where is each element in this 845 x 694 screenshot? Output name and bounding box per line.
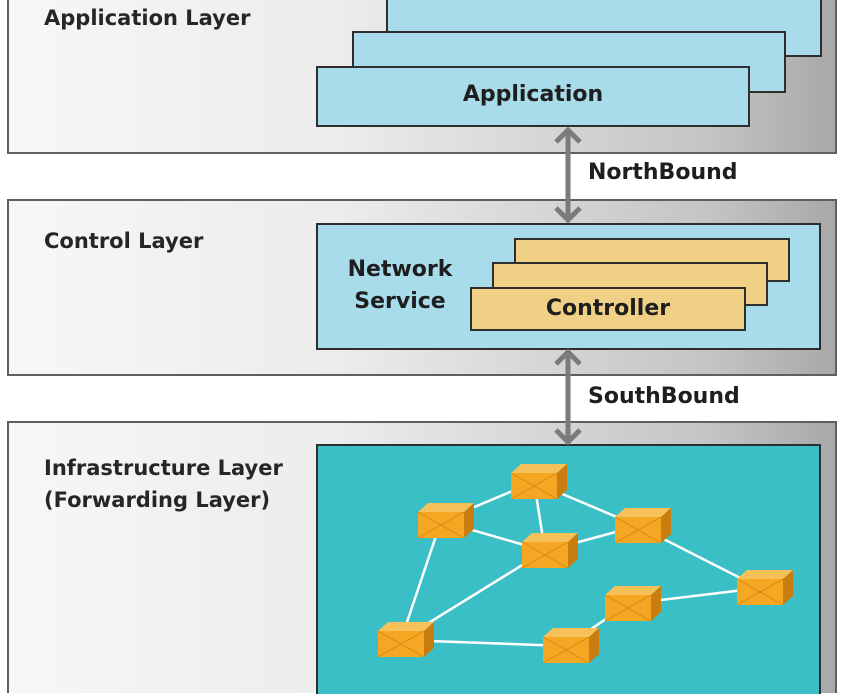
controller-box-label: Controller xyxy=(545,296,671,321)
app-box-front: Application xyxy=(316,66,750,127)
switch-7-icon xyxy=(542,628,599,664)
application-box-label: Application xyxy=(462,82,604,107)
application-layer-label: Application Layer xyxy=(44,6,251,30)
network-switches xyxy=(377,464,793,664)
switch-3-icon xyxy=(614,508,671,544)
switch-6-icon xyxy=(377,622,434,658)
northbound-label: NorthBound xyxy=(588,160,738,185)
southbound-arrow xyxy=(554,348,582,446)
switch-4-icon xyxy=(521,533,578,569)
control-layer-label: Control Layer xyxy=(44,229,204,253)
southbound-label: SouthBound xyxy=(588,384,740,409)
network-service-label: Network Service xyxy=(347,257,453,314)
infrastructure-layer-label: Infrastructure Layer (Forwarding Layer) xyxy=(44,456,283,512)
switch-2-icon xyxy=(417,503,474,539)
switch-1-icon xyxy=(510,464,567,500)
switch-5-icon xyxy=(604,586,661,622)
network-link-5 xyxy=(399,520,443,641)
northbound-arrow xyxy=(554,126,582,224)
controller-box-front: Controller xyxy=(470,287,746,331)
interface-arrows xyxy=(554,126,582,446)
switch-8-icon xyxy=(736,570,793,606)
